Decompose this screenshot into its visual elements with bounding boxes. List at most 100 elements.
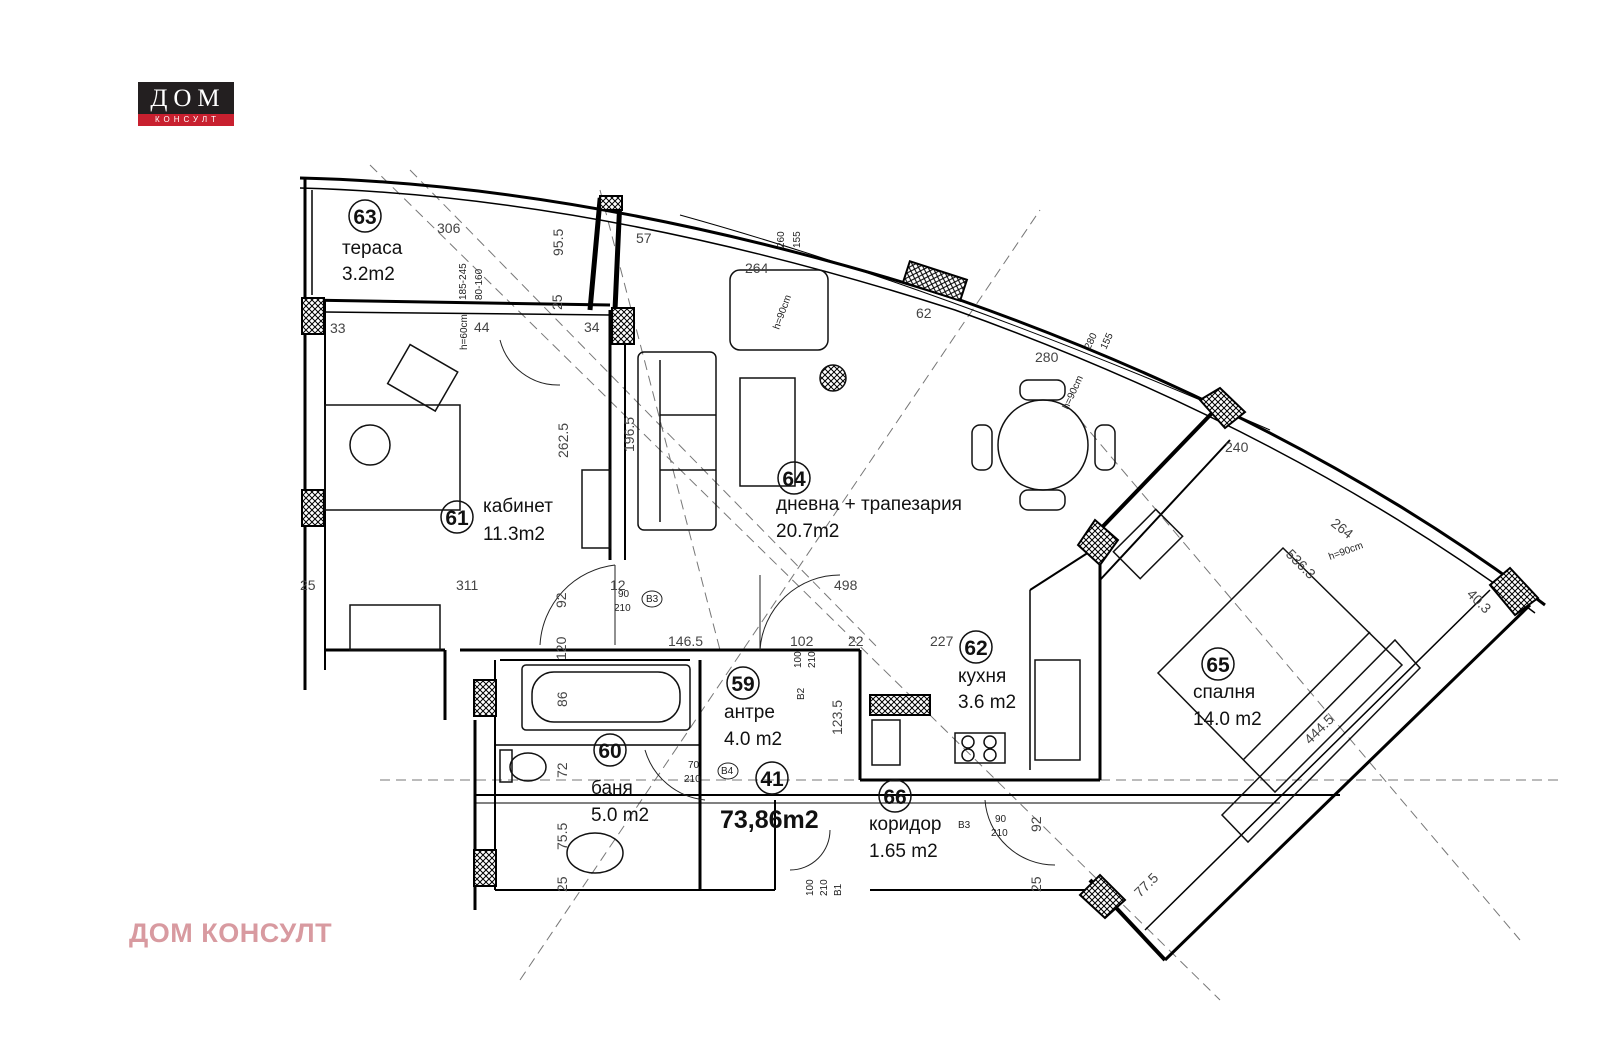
window-label: h=60cm	[459, 314, 470, 350]
dimension-label: 306	[437, 220, 461, 236]
room-name-corridor: коридор	[869, 814, 942, 835]
room-area-bedroom: 14.0 m2	[1193, 709, 1262, 730]
dimension-label: 123.5	[829, 700, 845, 735]
bed	[1156, 546, 1404, 794]
room-number-kitchen: 62	[964, 637, 987, 660]
room-number-corridor: 66	[883, 786, 906, 809]
svg-text:210: 210	[819, 879, 830, 896]
furniture	[324, 269, 1422, 874]
window-label: 280	[1083, 331, 1100, 351]
room-name-office: кабинет	[483, 496, 553, 517]
dimension-label: 34	[584, 319, 600, 335]
dimension-label: 240	[1225, 439, 1249, 455]
kitchen-sink	[1034, 659, 1081, 761]
svg-text:210: 210	[807, 651, 818, 668]
dimension-label: 92	[553, 592, 569, 608]
door-marker: 100 210 В2	[793, 651, 818, 700]
wardrobe	[1220, 638, 1422, 844]
room-name-living: дневна + трапезария	[776, 494, 962, 515]
dimension-label: 311	[456, 577, 479, 593]
armchair	[729, 269, 829, 351]
dimension-label: 92	[1028, 816, 1044, 832]
dimension-label: 444.5	[1301, 711, 1337, 747]
room-name-hall: антре	[724, 702, 775, 723]
construction-lines	[369, 164, 1560, 1001]
room-number-office: 61	[445, 507, 469, 530]
door-marker: 70 210 В4	[684, 760, 739, 785]
dimension-label: 25	[554, 876, 570, 892]
svg-text:210: 210	[684, 774, 701, 785]
dimension-label: 33	[330, 320, 346, 336]
room-number-markers	[348, 199, 1235, 813]
door-annotations: 90 210 В3 100 210 В2 70 210 В4 90 210 В3…	[614, 589, 1008, 896]
dimension-label: 22	[848, 633, 864, 649]
cabinet	[349, 604, 441, 651]
dimension-label: 77.5	[1131, 869, 1162, 900]
dimension-label: 12	[610, 577, 626, 593]
plant	[819, 364, 847, 392]
apartment-number: 41	[760, 768, 784, 791]
tv-stand	[581, 469, 611, 549]
window-label: 155	[1099, 331, 1116, 351]
computer-monitor	[386, 343, 459, 413]
room-labels: 63 тераса 3.2m2 61 кабинет 11.3m2 64 дне…	[342, 206, 1262, 862]
room-number-living: 64	[782, 468, 806, 491]
window-label: 80-160	[474, 268, 485, 300]
sink	[566, 832, 624, 874]
room-area-bath: 5.0 m2	[591, 805, 649, 826]
dimension-label: 86	[554, 691, 570, 707]
room-area-living: 20.7m2	[776, 521, 839, 542]
svg-text:100: 100	[805, 879, 816, 896]
dimension-label: 536.3	[1283, 546, 1319, 582]
dimension-label: 75.5	[554, 823, 570, 850]
dimension-label: 44	[474, 319, 490, 335]
dimension-label: 72	[554, 762, 570, 778]
window-label: 260	[776, 231, 787, 248]
coffee-table	[739, 377, 796, 487]
svg-text:В1: В1	[833, 883, 844, 896]
dimension-label: 25	[549, 294, 565, 310]
door-marker: 90 210 В3	[958, 814, 1008, 839]
logo-bottom-text: КОНСУЛТ	[138, 114, 234, 126]
room-number-terrace: 63	[353, 206, 376, 229]
dimension-label: 264	[745, 260, 769, 276]
room-number-bath: 60	[598, 740, 621, 763]
dimension-label: 227	[930, 633, 954, 649]
door-swings	[499, 339, 1056, 871]
dimension-label: 62	[916, 305, 932, 321]
room-name-bedroom: спалня	[1193, 682, 1255, 703]
dimension-label: 95.5	[550, 229, 566, 256]
window-label: h=90cm	[1327, 540, 1364, 563]
door-marker: 100 210 В1	[805, 879, 844, 896]
window-label: 155	[792, 231, 803, 248]
dimension-label: 264	[1328, 515, 1356, 542]
dimension-label: 146.5	[668, 633, 703, 649]
room-area-kitchen: 3.6 m2	[958, 692, 1016, 713]
dimension-label: 102	[790, 633, 814, 649]
svg-text:90: 90	[995, 814, 1007, 825]
dimension-label: 120	[553, 636, 569, 660]
door-marker: 90 210 В3	[614, 589, 663, 614]
room-area-office: 11.3m2	[483, 524, 545, 545]
bathtub	[521, 664, 691, 731]
brand-logo: ДОМ КОНСУЛТ	[138, 82, 234, 128]
room-name-terrace: тераса	[342, 238, 403, 259]
dimension-label: 262.5	[555, 423, 571, 458]
dining-table	[997, 399, 1089, 491]
total-area: 73,86m2	[720, 806, 819, 834]
columns	[301, 195, 1540, 920]
dimension-label: 196.5	[621, 417, 637, 452]
svg-text:90: 90	[618, 589, 630, 600]
watermark-text: ДОМ КОНСУЛТ	[129, 918, 333, 948]
dimension-label: 280	[1035, 349, 1059, 365]
room-area-terrace: 3.2m2	[342, 264, 395, 285]
room-name-kitchen: кухня	[958, 666, 1006, 687]
office-chair	[349, 424, 391, 466]
svg-text:В2: В2	[796, 687, 807, 700]
toilet	[509, 752, 547, 782]
svg-text:100: 100	[793, 651, 804, 668]
cooktop	[954, 732, 1006, 764]
window-label: h=90cm	[771, 294, 794, 331]
dimension-label: 57	[636, 230, 652, 246]
